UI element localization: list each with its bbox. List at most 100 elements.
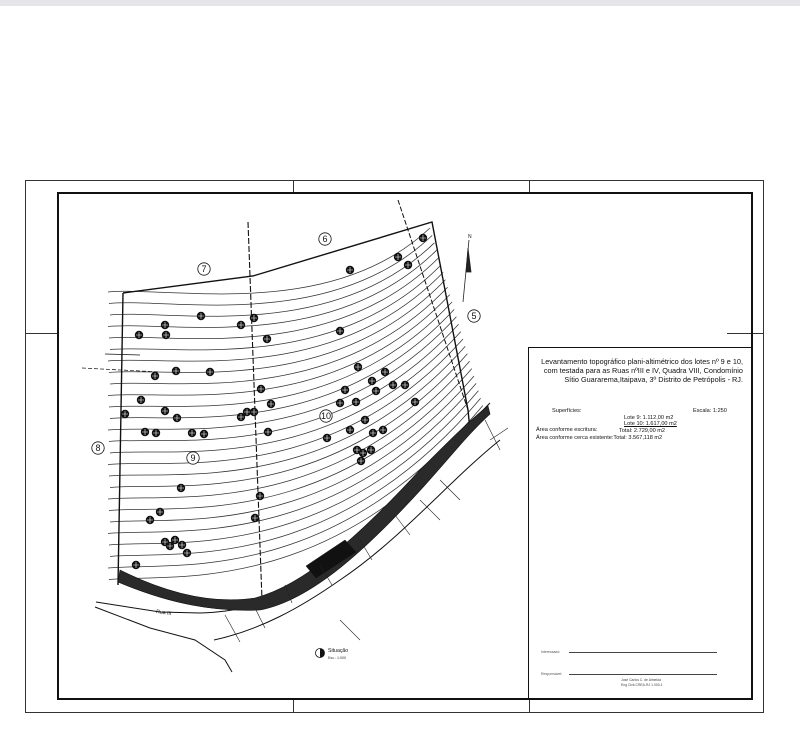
tree-icon [134, 330, 144, 340]
tree-icon [358, 448, 368, 458]
tree-icon [236, 320, 246, 330]
lot-number-5: 5 [467, 309, 481, 323]
contour-line [109, 286, 448, 385]
street-label: Rua III [156, 609, 172, 617]
sheet-tick-right [727, 333, 764, 334]
svg-text:5: 5 [471, 311, 476, 321]
dimension-tick [489, 427, 509, 441]
tree-icon [187, 428, 197, 438]
contour-line [109, 242, 435, 317]
tree-icon [371, 386, 381, 396]
sheet-tick-left [25, 333, 57, 334]
trees [120, 233, 428, 570]
contour-line [107, 272, 444, 362]
sheet-tick-top-left [293, 180, 294, 192]
svg-text:6: 6 [322, 234, 327, 244]
signature-2-label: Responsável: [541, 672, 563, 676]
road [94, 402, 501, 673]
title-block: Levantamento topográfico plani-altimétri… [528, 347, 752, 699]
situacao-scale: Esc.: 1:000 [328, 656, 346, 660]
contour-line [107, 316, 457, 431]
lot-labels: 5 6 7 8 9 10 [91, 232, 481, 465]
dimension-tick [439, 479, 461, 501]
tree-icon [172, 413, 182, 423]
contour-line [108, 301, 453, 408]
dimension-tick [224, 614, 241, 643]
tree-icon [340, 385, 350, 395]
lot-number-8: 8 [91, 441, 105, 455]
svg-text:9: 9 [190, 453, 195, 463]
tree-icon [177, 540, 187, 550]
east-boundary [397, 199, 469, 411]
retaining-wall [305, 539, 357, 579]
tree-icon [120, 409, 130, 419]
dimension-tick [419, 499, 441, 521]
tree-icon [140, 427, 150, 437]
contour-line [107, 383, 477, 534]
west-boundary [117, 292, 124, 586]
tree-icon [256, 384, 266, 394]
scale-label: Escala: 1:250 [693, 408, 727, 414]
tree-icon [360, 415, 370, 425]
tree-icon [176, 483, 186, 493]
contour-line [108, 323, 459, 442]
situacao-label: Situação [328, 648, 348, 654]
tree-icon [351, 397, 361, 407]
tree-icon [380, 367, 390, 377]
svg-text:N: N [468, 234, 472, 240]
tree-icon [196, 311, 206, 321]
tree-icon [131, 560, 141, 570]
tree-icon [335, 326, 345, 336]
contour-line [107, 249, 437, 328]
dimension-tick [359, 539, 373, 561]
tree-icon [266, 399, 276, 409]
svg-text:10: 10 [321, 411, 331, 421]
tree-icon [388, 380, 398, 390]
tree-icon [150, 371, 160, 381]
tree-icon [236, 412, 246, 422]
dimension-tick [394, 514, 411, 536]
svg-text:8: 8 [95, 443, 100, 453]
contour-line [109, 375, 475, 523]
tree-icon [170, 535, 180, 545]
signature-2-line [569, 674, 717, 675]
tree-icon [249, 313, 259, 323]
tree-icon [368, 428, 378, 438]
dimension-tick [484, 419, 501, 451]
total-area: Total: 2.729,00 m2 [619, 428, 666, 434]
tree-icon [378, 425, 388, 435]
survey-title: Levantamento topográfico plani-altimétri… [541, 357, 743, 384]
tree-icon [145, 515, 155, 525]
contour-line [109, 331, 462, 454]
lot-number-10: 10 [319, 409, 333, 423]
tree-icon [262, 334, 272, 344]
signature-1-line [569, 652, 717, 653]
tree-icon [353, 362, 363, 372]
signature-1-label: Interessado: [541, 650, 561, 654]
tree-icon [151, 428, 161, 438]
tree-icon [199, 429, 209, 439]
signature-2-crea: Eng Civil-CREA-RJ 1.000-1 [621, 683, 663, 687]
signature-2-name: José Carlos C. de Almeida [621, 678, 661, 682]
contour-line [108, 279, 446, 373]
tree-icon [136, 395, 146, 405]
dimension-tick [254, 607, 266, 629]
lote-9-area: Lote 9: 1.112,00 m2 [624, 415, 674, 421]
contour-line [107, 360, 470, 500]
tree-icon [255, 491, 265, 501]
tree-icon [345, 425, 355, 435]
situacao-icon: Situação Esc.: 1:000 [315, 648, 348, 660]
area-escritura-label: Área conforme escritura: [536, 427, 598, 433]
dimension-tick [319, 564, 333, 586]
road-edge-3 [213, 439, 501, 641]
lot-number-7: 7 [197, 262, 211, 276]
road-hatched-band [117, 405, 491, 611]
tree-icon [400, 380, 410, 390]
ext-line-2 [104, 353, 141, 356]
drawing-frame [57, 192, 753, 700]
contour-lines [107, 227, 486, 580]
tree-icon [160, 320, 170, 330]
tree-icon [345, 265, 355, 275]
sheet-tick-bottom-right [529, 700, 530, 713]
